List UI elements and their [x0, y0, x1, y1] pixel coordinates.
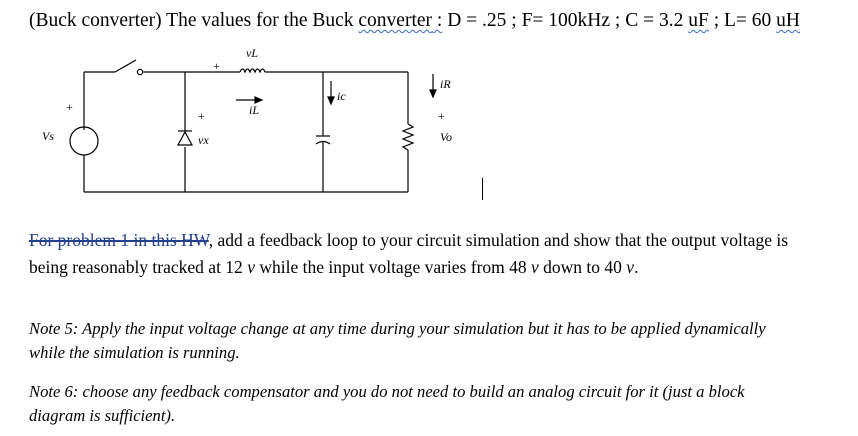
- label-vo: Vo: [440, 130, 452, 144]
- label-vl: vL: [246, 46, 258, 60]
- problem-text-3: down to 40: [538, 256, 627, 277]
- il-arrow-head: [254, 96, 264, 104]
- switch-blade: [114, 59, 137, 73]
- title-word-converter: converter: [358, 10, 433, 31]
- title-mid: ; L= 60: [708, 10, 777, 31]
- title-unit-uh: uH: [776, 10, 800, 31]
- ic-arrow-head: [327, 96, 335, 106]
- scribbled-text: For problem 1 in this HW: [29, 230, 209, 250]
- switch-contact: [136, 68, 144, 76]
- note-6: Note 6: choose any feedback compensator …: [29, 382, 745, 425]
- inductor-coil: [239, 68, 266, 74]
- problem-text-2: while the input voltage varies from 48: [254, 256, 532, 277]
- label-vs: Vs: [42, 129, 54, 143]
- source-circle: [69, 126, 99, 156]
- title-unit-uf: uF: [688, 10, 709, 31]
- diode-triangle: [176, 130, 194, 146]
- label-vs-plus: +: [66, 100, 73, 114]
- ir-arrow-head: [429, 89, 437, 99]
- problem-text-end: .: [634, 256, 639, 277]
- title-colon: :: [432, 10, 443, 31]
- problem-statement: For problem 1 in this HW, add a feedback…: [29, 227, 799, 280]
- label-il: iL: [249, 103, 259, 117]
- label-ir: iR: [440, 77, 451, 91]
- buck-converter-circuit-diagram: vL + iL ic iR + Vo + Vs + vx: [42, 46, 452, 193]
- label-vx: vx: [198, 133, 209, 147]
- title-params: D = .25 ; F= 100kHz ; C = 3.2: [442, 10, 689, 31]
- label-vo-plus: +: [438, 109, 445, 123]
- problem-title: (Buck converter) The values for the Buck…: [29, 8, 849, 34]
- label-vl-plus: +: [213, 59, 220, 73]
- resistor-zigzag: [401, 123, 415, 151]
- unit-v-1: v: [247, 256, 255, 277]
- problem-text-1: , add a feedback loop to your circuit si…: [29, 230, 789, 277]
- text-cursor: [482, 178, 483, 200]
- unit-v-2: v: [531, 256, 539, 277]
- label-ic: ic: [337, 89, 346, 103]
- unit-v-3: v: [626, 256, 635, 277]
- label-vx-plus: +: [198, 109, 205, 123]
- note-5: Note 5: Apply the input voltage change a…: [29, 319, 766, 362]
- title-prefix: (Buck converter) The values for the Buck: [29, 10, 359, 31]
